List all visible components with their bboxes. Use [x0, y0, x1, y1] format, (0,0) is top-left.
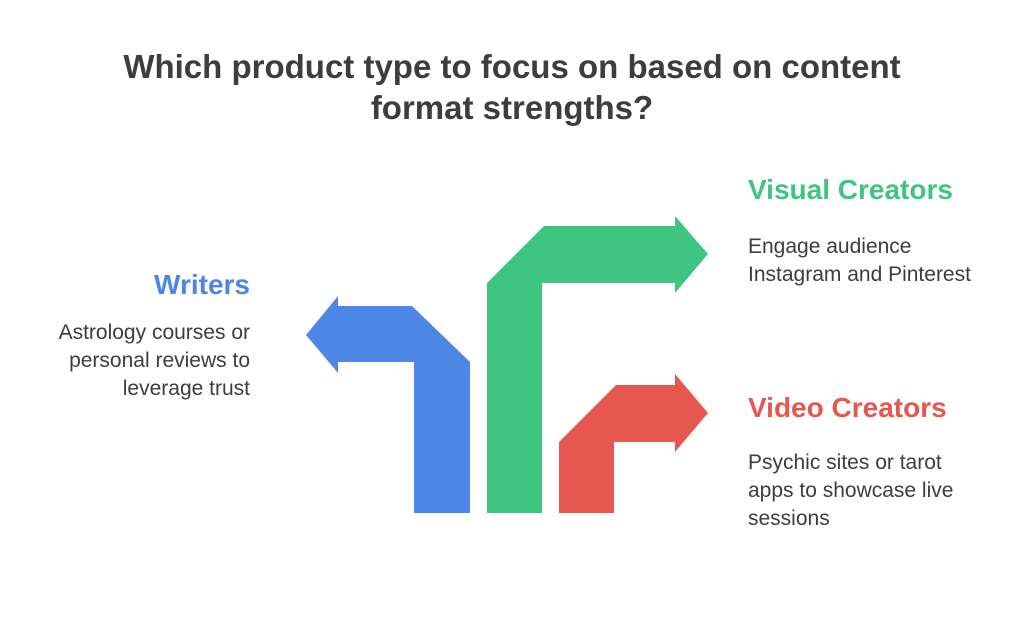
writers-desc-line: Astrology courses or: [58, 321, 250, 344]
writers-heading: Writers: [154, 269, 250, 300]
writers-desc-line: leverage trust: [122, 377, 250, 400]
video-desc-line: sessions: [748, 507, 830, 530]
video-creators-arrow: [559, 374, 708, 513]
page-title: Which product type to focus on based on …: [80, 46, 944, 128]
video-desc-line: apps to showcase live: [748, 479, 954, 502]
writers-description: Astrology courses or personal reviews to…: [59, 319, 250, 403]
title-line-1: Which product type to focus on based on …: [123, 48, 901, 85]
video-desc-line: Psychic sites or tarot: [748, 451, 942, 474]
visual-creators-heading: Visual Creators: [748, 174, 953, 205]
visual-creators-description: Engage audience Instagram and Pinterest: [748, 233, 971, 289]
video-creators-description: Psychic sites or tarot apps to showcase …: [748, 449, 953, 533]
writers-desc-line: personal reviews to: [69, 349, 250, 372]
title-line-2: format strengths?: [370, 89, 654, 126]
visual-creators-arrow: [487, 216, 708, 513]
writers-arrow: [306, 296, 470, 513]
video-creators-heading: Video Creators: [748, 392, 947, 423]
visual-desc-line: Instagram and Pinterest: [748, 263, 971, 286]
visual-desc-line: Engage audience: [748, 235, 912, 258]
